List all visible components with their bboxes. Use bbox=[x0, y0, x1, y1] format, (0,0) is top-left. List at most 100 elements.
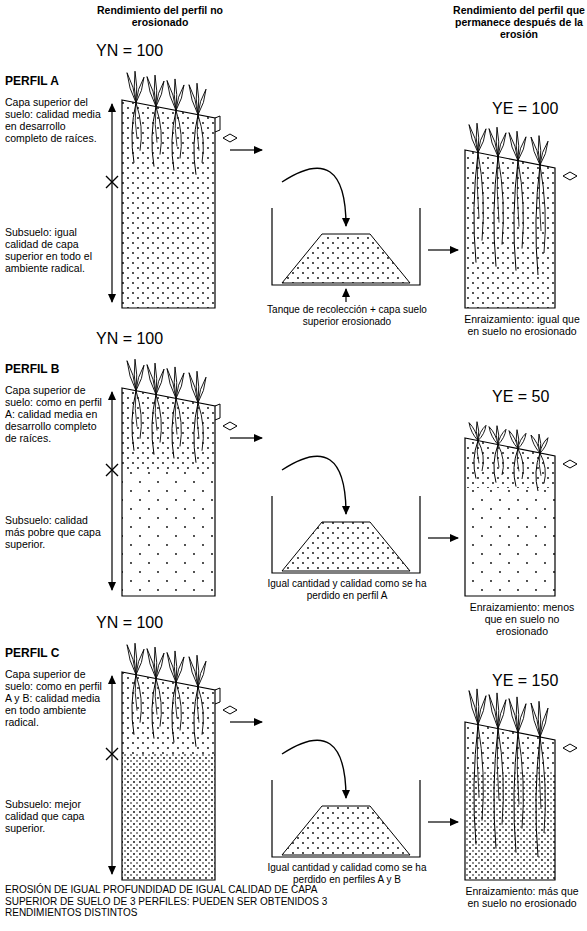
plant-leaf bbox=[134, 359, 137, 391]
plant-root bbox=[478, 153, 483, 241]
plant-leaf bbox=[531, 435, 540, 453]
x-mark bbox=[106, 176, 118, 188]
pointer-arrow bbox=[345, 289, 346, 302]
plant-leaf bbox=[174, 367, 177, 399]
plant-root bbox=[517, 733, 519, 805]
depth-arrow bbox=[111, 676, 112, 874]
plant-root bbox=[135, 675, 137, 711]
eroded-layer bbox=[215, 404, 220, 420]
plant-leaf bbox=[154, 647, 157, 679]
eroded-soil-pile bbox=[282, 806, 410, 855]
flow-arrow bbox=[428, 537, 458, 538]
column-header: Rendimiento del perfil que permanece des… bbox=[452, 4, 586, 40]
subsoil-note: Subsuelo: igual calidad de capa superior… bbox=[5, 226, 107, 274]
plant-root bbox=[477, 441, 479, 464]
topsoil-note: Capa superior del suelo: calidad media e… bbox=[5, 96, 103, 144]
plant-root bbox=[540, 453, 545, 483]
topsoil-note: Capa superior de suelo: como en perfil A… bbox=[5, 384, 103, 444]
x-mark bbox=[106, 464, 118, 476]
plant-root bbox=[198, 115, 203, 163]
plant-leaf bbox=[496, 693, 499, 729]
flow-arrow bbox=[230, 721, 262, 722]
plant-root bbox=[156, 395, 161, 443]
plant-root bbox=[132, 675, 136, 735]
tank-note: Igual cantidad y calidad como se ha perd… bbox=[262, 862, 432, 885]
plant-root bbox=[497, 445, 499, 468]
plant-root bbox=[194, 403, 198, 463]
yield-value: YE = 150 bbox=[492, 672, 558, 690]
plant-leaf bbox=[516, 430, 519, 449]
plant-root bbox=[176, 110, 181, 158]
plant-root bbox=[172, 682, 176, 742]
plant-leaf bbox=[196, 83, 199, 115]
plant-leaf bbox=[196, 371, 199, 403]
plant-root bbox=[518, 161, 523, 249]
diamond-mark bbox=[223, 706, 237, 714]
plant-root bbox=[540, 165, 545, 253]
plant-leaf bbox=[489, 427, 498, 445]
plant-leaf bbox=[174, 651, 177, 683]
collection-tank bbox=[272, 780, 420, 857]
remaining-topsoil bbox=[465, 438, 555, 488]
plant-leaf bbox=[476, 123, 479, 152]
topsoil bbox=[122, 100, 215, 182]
eroded-soil-column bbox=[465, 722, 555, 880]
plant-root bbox=[517, 161, 519, 227]
plant-leaf bbox=[538, 434, 541, 453]
topsoil bbox=[122, 672, 215, 754]
diamond-mark bbox=[563, 460, 577, 468]
plant-root bbox=[497, 729, 499, 801]
diamond-mark bbox=[223, 134, 237, 142]
eroded-layer bbox=[215, 688, 220, 704]
plant-root bbox=[477, 153, 479, 219]
plant-root bbox=[478, 725, 483, 821]
diamond-mark bbox=[563, 172, 577, 180]
plant-root bbox=[176, 398, 181, 446]
plant-root bbox=[198, 403, 203, 451]
plant-root bbox=[156, 679, 161, 727]
rooting-note: Enraizamiento: igual que en suelo no ero… bbox=[460, 313, 584, 337]
plant-leaf bbox=[196, 655, 199, 687]
subsoil bbox=[122, 470, 215, 596]
plant-root bbox=[175, 398, 177, 434]
plant-root bbox=[132, 103, 136, 163]
plant-root bbox=[155, 679, 157, 715]
rooting-note: Enraizamiento: más que en suelo no erosi… bbox=[460, 885, 584, 909]
plant-root bbox=[494, 729, 498, 849]
soil-column bbox=[122, 100, 215, 308]
plant-root bbox=[156, 107, 161, 155]
plant-leaf bbox=[509, 431, 518, 449]
diamond-mark bbox=[223, 422, 237, 430]
plant-leaf bbox=[538, 136, 541, 165]
plant-root bbox=[197, 687, 199, 723]
plant-root bbox=[497, 157, 499, 223]
soil-column bbox=[122, 672, 215, 880]
x-mark bbox=[106, 748, 118, 760]
plant-root bbox=[152, 679, 156, 739]
collection-tank bbox=[272, 208, 420, 285]
tank-note: Igual cantidad y calidad como se ha perd… bbox=[262, 578, 432, 601]
subsoil-note: Subsuelo: mejor calidad que capa superio… bbox=[5, 798, 107, 834]
plant-root bbox=[136, 103, 141, 151]
plant-root bbox=[514, 449, 518, 487]
yield-value: YE = 50 bbox=[492, 388, 549, 406]
plant-root bbox=[539, 453, 541, 476]
plant-root bbox=[517, 449, 519, 472]
flow-arrow bbox=[230, 437, 262, 438]
subsoil bbox=[122, 754, 215, 880]
plant-root bbox=[478, 441, 483, 471]
plant-root bbox=[518, 449, 523, 479]
plant-leaf bbox=[496, 127, 499, 156]
flow-arrow bbox=[282, 740, 346, 798]
plant-root bbox=[175, 110, 177, 146]
caption: EROSIÓN DE IGUAL PROFUNDIDAD DE IGUAL CA… bbox=[5, 884, 335, 919]
plant-leaf bbox=[538, 701, 541, 737]
plant-root bbox=[132, 391, 136, 451]
soil-column bbox=[122, 388, 215, 596]
plant-root bbox=[477, 725, 479, 797]
yield-value: YE = 100 bbox=[492, 100, 558, 118]
plant-root bbox=[175, 682, 177, 718]
yield-value: YN = 100 bbox=[96, 42, 163, 60]
plant-root bbox=[197, 115, 199, 151]
plant-root bbox=[136, 391, 141, 439]
